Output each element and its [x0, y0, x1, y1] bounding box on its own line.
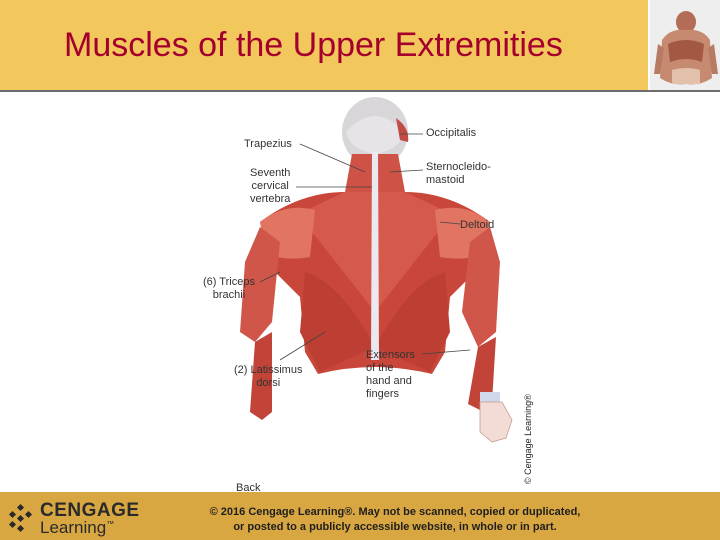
- leader-trapezius: [299, 143, 366, 173]
- title-divider: [0, 90, 720, 92]
- label-extensors-line3: hand and: [366, 375, 412, 387]
- label-extensors-line1: Extensors: [366, 349, 415, 361]
- leader-triceps: [259, 271, 281, 283]
- occipitalis-region: [346, 116, 404, 154]
- label-seventh-line1: Seventh: [250, 167, 291, 179]
- spine: [371, 152, 379, 360]
- leader-deltoid: [439, 221, 461, 225]
- footer-bar: [0, 492, 720, 540]
- cengage-logo-icon: [8, 503, 33, 533]
- right-upper-arm: [462, 227, 500, 347]
- leader-latissimus: [279, 331, 326, 361]
- label-triceps-line1: (6) Triceps: [203, 276, 255, 288]
- title-bar: [0, 0, 648, 90]
- image-credit: © Cengage Learning®: [523, 394, 533, 484]
- label-triceps-brachii: (6) Triceps brachii: [203, 276, 255, 302]
- left-upper-arm: [240, 227, 280, 342]
- occipitalis-muscle: [396, 118, 409, 142]
- logo-wordmark-cengage: CENGAGE: [40, 500, 140, 521]
- right-latissimus-muscle: [375, 272, 450, 372]
- label-latissimus-dorsi: (2) Latissimus dorsi: [234, 364, 302, 390]
- label-extensors-line4: fingers: [366, 388, 400, 400]
- wrist-retinaculum: [480, 392, 500, 402]
- leader-lines: [259, 133, 471, 361]
- slide-title: Muscles of the Upper Extremities: [64, 26, 563, 64]
- leader-extensors: [421, 349, 471, 355]
- label-seventh-line3: vertebra: [250, 193, 291, 205]
- muscular-back-thumbnail-icon: [650, 0, 720, 90]
- copyright-notice: © 2016 Cengage Learning®. May not be sca…: [180, 505, 610, 535]
- label-seventh-cervical-vertebra: Seventh cervical vertebra: [250, 167, 290, 206]
- left-latissimus-muscle: [300, 272, 375, 372]
- label-extensors-line2: of the: [366, 362, 394, 374]
- left-forearm: [250, 332, 272, 420]
- logo-wordmark-learning: Learning™: [40, 518, 114, 538]
- logo-trademark: ™: [106, 519, 115, 529]
- label-latissimus-line2: dorsi: [256, 377, 281, 389]
- label-trapezius: Trapezius: [244, 138, 292, 150]
- label-deltoid: Deltoid: [460, 219, 495, 231]
- copyright-line1: © 2016 Cengage Learning®. May not be sca…: [209, 506, 581, 518]
- anatomy-thumbnail-image: [648, 0, 720, 90]
- label-extensors: Extensors of the hand and fingers: [366, 349, 415, 401]
- label-sternocleidomastoid: Sternocleido- mastoid: [426, 161, 491, 187]
- label-seventh-line2: cervical: [251, 180, 289, 192]
- leader-sternocleidomastoid: [389, 169, 424, 173]
- logo-learning-text: Learning: [40, 518, 107, 537]
- label-sterno-line1: Sternocleido-: [426, 161, 491, 173]
- label-sterno-line2: mastoid: [426, 174, 465, 186]
- right-hand: [479, 401, 513, 443]
- label-back-view: Back: [236, 482, 261, 494]
- label-latissimus-line1: (2) Latissimus: [234, 364, 303, 376]
- label-occipitalis: Occipitalis: [426, 127, 477, 139]
- label-triceps-line2: brachii: [212, 289, 246, 301]
- copyright-line2: or posted to a publicly accessible websi…: [233, 521, 557, 533]
- back-muscles-illustration: [240, 97, 513, 443]
